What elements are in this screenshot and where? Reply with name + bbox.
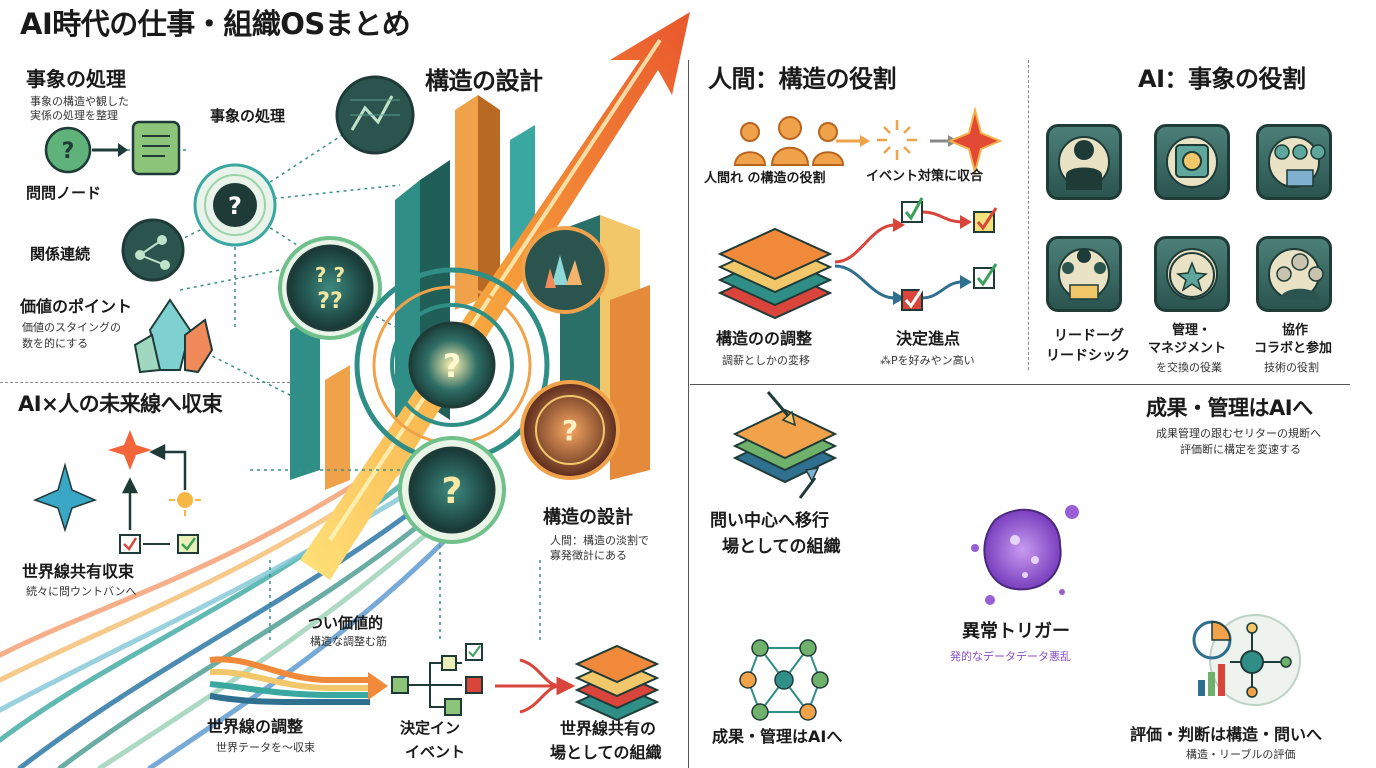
svg-text:?: ? bbox=[442, 471, 463, 512]
relation-label: 関係連続 bbox=[30, 245, 91, 263]
convergence-arrows bbox=[121, 443, 187, 530]
svg-text:??: ?? bbox=[317, 289, 343, 314]
decision-branch-arrows bbox=[834, 210, 972, 305]
question-node-label: 問問ノード bbox=[26, 184, 102, 202]
structure-heading: 構造の設計 bbox=[425, 67, 543, 95]
evaluation-label: 評価・判断は構造・問いへ bbox=[1130, 725, 1323, 744]
ai-role-heading: AI：事象の役割 bbox=[1138, 65, 1306, 93]
exchange-star-icon bbox=[1166, 248, 1218, 300]
evaluation-desc: 構造・リーブルの評価 bbox=[1186, 748, 1296, 761]
anomaly-trigger-desc: 発的なデータデータ悪乱 bbox=[950, 650, 1071, 663]
checkbox-icon bbox=[119, 534, 141, 554]
svg-text:?: ? bbox=[443, 347, 462, 385]
svg-text:?: ? bbox=[62, 139, 75, 164]
layer-stack-icon bbox=[574, 644, 660, 722]
relation-node bbox=[121, 218, 185, 282]
value-desc-2: 数を的にする bbox=[22, 337, 89, 350]
svg-text:?: ? bbox=[562, 414, 578, 447]
decision-point-label: 決定進点 bbox=[896, 329, 961, 348]
outcome-heading: 成果・管理はAIへ bbox=[1146, 396, 1313, 420]
question-center-label-1: 問い中心へ移行 bbox=[710, 511, 829, 531]
orange-question-node: ? bbox=[520, 380, 620, 480]
world-shared-desc: 続々に問ウントバンへ bbox=[26, 585, 137, 598]
red-star-icon bbox=[947, 106, 1003, 176]
layer-arrows-icon bbox=[732, 391, 838, 499]
crystal-node bbox=[521, 226, 609, 314]
collab-label-2: コラボと参加 bbox=[1254, 341, 1333, 356]
outcome-desc-1: 成果管理の跟むセリターの規断へ bbox=[1156, 427, 1321, 440]
convergence-burst-icon bbox=[32, 462, 98, 533]
world-org-label-1: 世界線共有の bbox=[560, 719, 657, 738]
event-response-label: イベント対策に収合 bbox=[866, 169, 984, 184]
checkbox-group bbox=[901, 197, 998, 311]
outcome-label: 成果・管理はAIへ bbox=[712, 727, 843, 746]
structure-design-2-desc-1: 人間：構造の淡割で bbox=[550, 534, 649, 547]
spark-burst-icon bbox=[877, 120, 917, 160]
crystal-icon bbox=[133, 298, 214, 374]
question-center-label-2: 場としての組織 bbox=[722, 537, 841, 557]
event-heading: 事象の処理 bbox=[26, 67, 126, 91]
merge-arrow bbox=[495, 658, 576, 714]
left-dotted-divider bbox=[0, 382, 290, 383]
structure-adjust-label: 構造のの調整 bbox=[716, 329, 813, 348]
horizontal-divider bbox=[690, 384, 1350, 385]
decision-in-label-1: 決定イン bbox=[400, 719, 461, 737]
value-heading: 価値のポイント bbox=[20, 297, 133, 316]
question-node-center-top: ? bbox=[193, 163, 277, 247]
structure-adjust-desc: 調薪としかの変移 bbox=[722, 354, 810, 367]
mgmt-label-2: マネジメント bbox=[1148, 341, 1227, 356]
svg-text:? ?: ? ? bbox=[315, 263, 345, 287]
checkbox-icon-2 bbox=[177, 534, 199, 554]
evaluation-chart-icon bbox=[1192, 614, 1301, 706]
world-adjust-desc: 世界テータを〜収束 bbox=[216, 741, 315, 754]
decision-in-label-2: イベント bbox=[405, 743, 466, 761]
ai-tile-leader-podium-icon bbox=[1046, 236, 1122, 312]
ai-tile-exchange-star-icon bbox=[1154, 236, 1230, 312]
event-node-label: 事象の処理 bbox=[210, 107, 286, 125]
document-icon bbox=[131, 120, 181, 176]
converge-heading: AI×人の未来線へ収束 bbox=[18, 392, 223, 416]
value-desc-1: 価値のスタイングの bbox=[22, 321, 121, 334]
outcome-desc-2: 評価断に構定を変速する bbox=[1180, 443, 1301, 456]
decision-tree-icon bbox=[391, 643, 483, 716]
collab-label-1: 協作 bbox=[1282, 323, 1309, 338]
structure-design-2: 構造の設計 bbox=[543, 507, 633, 528]
leader-label-2: リードシック bbox=[1046, 348, 1130, 364]
core-node: ? bbox=[354, 267, 550, 463]
event-desc-2: 実係の処理を整理 bbox=[30, 109, 118, 122]
lower-question-node: ? bbox=[398, 436, 506, 544]
anomaly-blob-icon bbox=[971, 505, 1079, 605]
page-title: AI時代の仕事・組織OSまとめ bbox=[20, 7, 411, 41]
growth-arrow bbox=[300, 12, 690, 580]
question-node-small: ? bbox=[44, 126, 92, 174]
human-role-heading: 人間：構造の役割 bbox=[708, 65, 897, 93]
mgmt-label-3: を交換の役業 bbox=[1156, 361, 1222, 374]
leader-label-1: リードーグ bbox=[1054, 328, 1124, 344]
chart-node bbox=[335, 75, 415, 155]
svg-text:?: ? bbox=[228, 192, 242, 220]
collab-label-3: 技術の役割 bbox=[1264, 361, 1319, 374]
decision-point-desc: ⁂Pを好みやン高い bbox=[880, 354, 975, 367]
starburst-icon bbox=[108, 430, 152, 470]
event-desc-1: 事象の構造や観した bbox=[30, 95, 129, 108]
dotted-divider bbox=[1028, 60, 1029, 370]
ai-tile-icons bbox=[1062, 140, 1326, 300]
vertical-divider bbox=[688, 60, 689, 768]
people-group-icon bbox=[733, 116, 845, 166]
anomaly-trigger-label: 異常トリガー bbox=[962, 621, 1070, 642]
world-adjust-label: 世界線の調整 bbox=[207, 717, 304, 736]
world-org-label-2: 場としての組織 bbox=[550, 743, 662, 762]
structure-design-2-desc-2: 寡発徴計にある bbox=[550, 549, 627, 562]
layers-icon bbox=[717, 227, 833, 320]
human-role-label: 人間れ の構造の役割 bbox=[704, 171, 826, 186]
value-target-label: つい価値的 bbox=[308, 614, 384, 632]
network-people-icon bbox=[739, 639, 829, 721]
world-adjust-waves bbox=[209, 656, 388, 706]
mgmt-label-1: 管理・ bbox=[1172, 323, 1212, 338]
multi-question-node: ? ? ?? bbox=[278, 236, 382, 340]
world-shared-heading: 世界線共有収束 bbox=[22, 562, 135, 581]
value-target-desc: 構造な調整む筋 bbox=[310, 635, 387, 648]
